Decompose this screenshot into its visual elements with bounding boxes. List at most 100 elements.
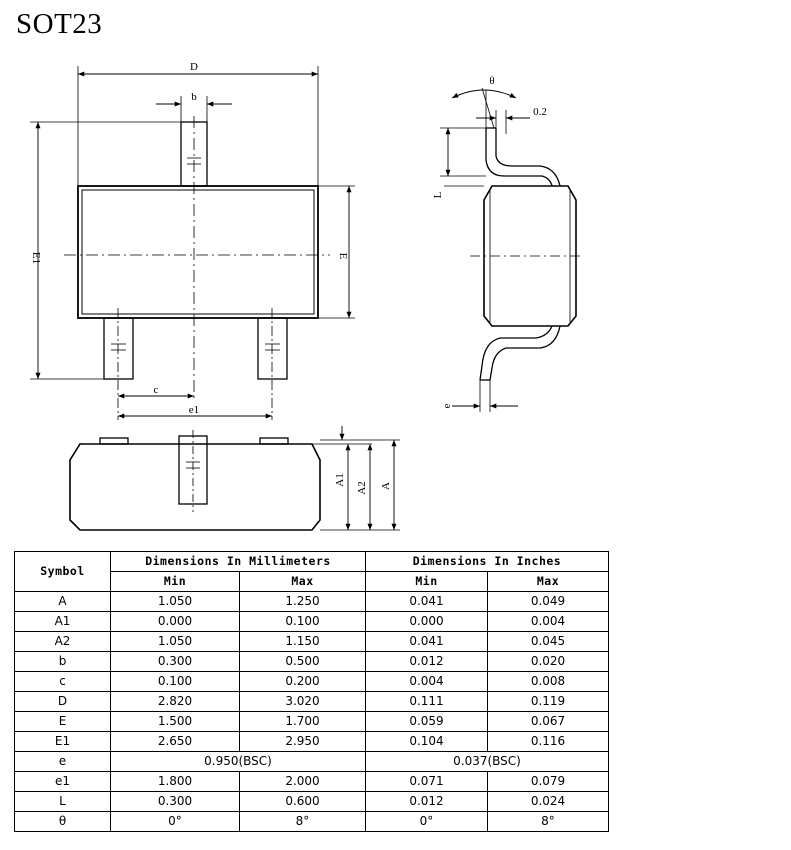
in-max-cell: 8° (487, 811, 609, 832)
page-title: SOT23 (16, 8, 103, 40)
in-min-cell: 0.012 (365, 791, 488, 812)
symbol-cell: D (14, 691, 111, 712)
mm-max-cell: 8° (239, 811, 366, 832)
in-min-cell: 0.012 (365, 651, 488, 672)
mm-max-cell: 1.150 (239, 631, 366, 652)
mm-min-cell: 0.300 (110, 791, 240, 812)
side-view-body (483, 185, 577, 327)
symbol-cell: L (14, 791, 111, 812)
mm-min-cell: 0° (110, 811, 240, 832)
front-view (69, 426, 400, 531)
in-max-cell: 0.004 (487, 611, 609, 632)
in-max-cell: 0.024 (487, 791, 609, 812)
label-theta: θ (489, 75, 494, 87)
mm-max-cell: 3.020 (239, 691, 366, 712)
mm-max-cell: 0.600 (239, 791, 366, 812)
front-lead-left (99, 437, 129, 445)
symbol-cell: A1 (14, 611, 111, 632)
label-e: e (441, 403, 453, 408)
table-row: L 0.300 0.600 0.012 0.024 (14, 791, 609, 812)
in-max-cell: 0.067 (487, 711, 609, 732)
label-e1: e1 (189, 404, 199, 416)
symbol-cell: A2 (14, 631, 111, 652)
label-E1: E1 (30, 252, 42, 264)
in-bsc-cell: 0.037(BSC) (365, 751, 609, 772)
mm-max-cell: 0.500 (239, 651, 366, 672)
table-row: b 0.300 0.500 0.012 0.020 (14, 651, 609, 672)
mm-bsc-cell: 0.950(BSC) (110, 751, 366, 772)
front-lead-right (259, 437, 289, 445)
top-view (30, 66, 355, 420)
mm-max-cell: 0.200 (239, 671, 366, 692)
label-b: b (191, 91, 197, 103)
symbol-cell: A (14, 591, 111, 612)
symbol-cell: e1 (14, 771, 111, 792)
in-min-header: Min (365, 571, 488, 592)
in-max-cell: 0.049 (487, 591, 609, 612)
label-L: L (432, 191, 444, 198)
side-view (440, 87, 584, 412)
mm-max-header: Max (239, 571, 366, 592)
symbol-cell: E (14, 711, 111, 732)
symbol-cell: c (14, 671, 111, 692)
mm-min-header: Min (110, 571, 240, 592)
mm-min-cell: 0.100 (110, 671, 240, 692)
label-gauge: 0.2 (533, 106, 547, 118)
mm-min-cell: 1.050 (110, 591, 240, 612)
in-min-cell: 0.104 (365, 731, 488, 752)
mm-min-cell: 1.050 (110, 631, 240, 652)
in-max-cell: 0.116 (487, 731, 609, 752)
mm-max-cell: 2.950 (239, 731, 366, 752)
label-D: D (190, 61, 198, 73)
symbol-cell: θ (14, 811, 111, 832)
mm-max-cell: 0.100 (239, 611, 366, 632)
package-outline-drawing: D b E1 E c e1 θ 0.2 L e A1 A2 A (30, 61, 584, 531)
table-row: E1 2.650 2.950 0.104 0.116 (14, 731, 609, 752)
label-A1: A1 (334, 473, 346, 486)
mm-max-cell: 2.000 (239, 771, 366, 792)
side-lead-lower (479, 325, 553, 381)
table-row: A2 1.050 1.150 0.041 0.045 (14, 631, 609, 652)
top-view-body (77, 185, 319, 319)
in-min-cell: 0° (365, 811, 488, 832)
mm-max-cell: 1.250 (239, 591, 366, 612)
symbol-cell: e (14, 751, 111, 772)
in-max-cell: 0.020 (487, 651, 609, 672)
table-row: θ 0° 8° 0° 8° (14, 811, 609, 832)
side-lead-upper (485, 128, 553, 187)
label-c: c (154, 384, 159, 396)
label-A2: A2 (356, 481, 368, 494)
mm-min-cell: 0.300 (110, 651, 240, 672)
table-row: c 0.100 0.200 0.004 0.008 (14, 671, 609, 692)
mm-min-cell: 2.820 (110, 691, 240, 712)
in-max-cell: 0.045 (487, 631, 609, 652)
in-max-cell: 0.119 (487, 691, 609, 712)
mm-min-cell: 1.800 (110, 771, 240, 792)
mm-min-cell: 1.500 (110, 711, 240, 732)
mm-max-cell: 1.700 (239, 711, 366, 732)
in-min-cell: 0.041 (365, 631, 488, 652)
in-min-cell: 0.059 (365, 711, 488, 732)
mm-min-cell: 2.650 (110, 731, 240, 752)
mm-header: Dimensions In Millimeters (110, 551, 366, 572)
table-row: E 1.500 1.700 0.059 0.067 (14, 711, 609, 732)
mm-min-cell: 0.000 (110, 611, 240, 632)
table-row: D 2.820 3.020 0.111 0.119 (14, 691, 609, 712)
in-min-cell: 0.071 (365, 771, 488, 792)
in-min-cell: 0.041 (365, 591, 488, 612)
symbol-cell: b (14, 651, 111, 672)
in-min-cell: 0.000 (365, 611, 488, 632)
label-A: A (380, 482, 392, 490)
in-min-cell: 0.004 (365, 671, 488, 692)
symbol-cell: E1 (14, 731, 111, 752)
table-row: A1 0.000 0.100 0.000 0.004 (14, 611, 609, 632)
top-lead-right (257, 317, 288, 380)
top-view-body-inner (81, 189, 315, 315)
in-header: Dimensions In Inches (365, 551, 609, 572)
front-view-body (69, 443, 321, 531)
table-row: A 1.050 1.250 0.041 0.049 (14, 591, 609, 612)
label-E: E (337, 253, 349, 260)
in-max-cell: 0.079 (487, 771, 609, 792)
table-row: e 0.950(BSC) 0.037(BSC) (14, 751, 609, 772)
dimensions-table: Symbol Dimensions In Millimeters Dimensi… (14, 551, 609, 832)
